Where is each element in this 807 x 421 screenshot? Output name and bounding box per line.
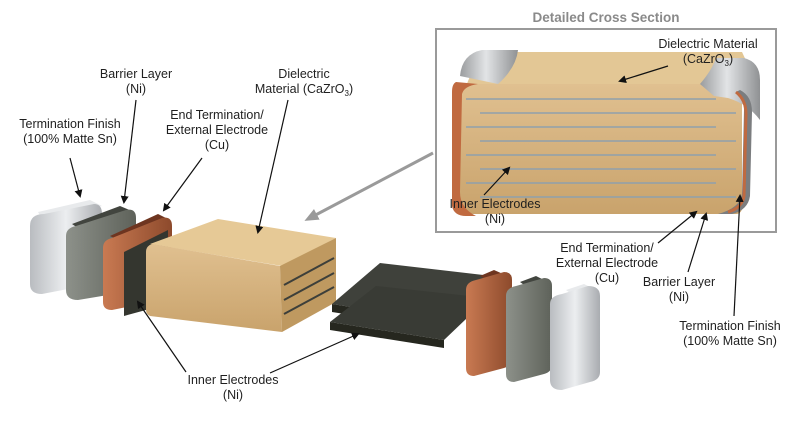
dielectric-label-2: Material (CaZrO3) bbox=[255, 82, 353, 98]
right-termination-finish-label-2: (100% Matte Sn) bbox=[683, 334, 777, 348]
inset-inner-electrodes-label-1: Inner Electrodes bbox=[449, 197, 540, 211]
inset-electrode-lines bbox=[466, 98, 736, 198]
exploded-right-stack bbox=[466, 270, 600, 390]
dielectric-label-1: Dielectric bbox=[278, 67, 329, 81]
inset-pointer-arrow bbox=[304, 151, 434, 221]
inset-inner-electrodes-arrow bbox=[483, 166, 511, 196]
barrier-layer-label-2: (Ni) bbox=[126, 82, 146, 96]
inset-left-copper-rim bbox=[452, 82, 478, 216]
right-termination-finish-arrow bbox=[733, 194, 744, 317]
end-termination-arrow bbox=[162, 157, 203, 212]
inner-electrodes-arrow-right bbox=[269, 332, 360, 374]
termination-finish-label-2: (100% Matte Sn) bbox=[23, 132, 117, 146]
right-end-termination-arrow bbox=[657, 210, 698, 244]
termination-finish-arrow bbox=[69, 157, 83, 198]
right-end-termination-label-1: End Termination/ bbox=[560, 241, 654, 255]
right-copper-plate bbox=[466, 272, 512, 376]
right-barrier-layer-label-2: (Ni) bbox=[669, 290, 689, 304]
right-tin-plate bbox=[550, 286, 600, 390]
right-barrier-layer-arrow bbox=[687, 212, 709, 273]
end-termination-label-3: (Cu) bbox=[205, 138, 229, 152]
inset-dielectric-body bbox=[458, 84, 742, 214]
end-termination-label-1: End Termination/ bbox=[170, 108, 264, 122]
right-barrier-layer-label-1: Barrier Layer bbox=[643, 275, 715, 289]
end-termination-label-2: External Electrode bbox=[166, 123, 268, 137]
inset-dielectric-label-1: Dielectric Material bbox=[658, 37, 757, 51]
dielectric-block bbox=[146, 219, 336, 332]
dielectric-arrow bbox=[255, 99, 289, 234]
barrier-layer-arrow bbox=[120, 99, 137, 204]
inset-left-cap-top bbox=[460, 50, 518, 84]
dielectric-front-face bbox=[146, 244, 282, 332]
electrode-plate-2-edge bbox=[330, 322, 444, 348]
inner-electrodes-label-2: (Ni) bbox=[223, 388, 243, 402]
exploded-left-stack bbox=[30, 200, 172, 316]
inner-electrodes-arrow-left bbox=[136, 300, 187, 373]
right-nickel-plate bbox=[506, 278, 552, 382]
inset-dielectric-top bbox=[466, 52, 758, 86]
inset-right-copper-rim bbox=[727, 90, 748, 214]
inner-electrodes-label-1: Inner Electrodes bbox=[187, 373, 278, 387]
dielectric-top-face bbox=[150, 219, 336, 266]
inset-dielectric-label-2: (CaZrO3) bbox=[683, 52, 733, 68]
dielectric-side-electrodes bbox=[283, 257, 335, 315]
inset-capacitor bbox=[452, 50, 760, 216]
right-end-termination-label-3: (Cu) bbox=[595, 271, 619, 285]
right-end-termination-label-2: External Electrode bbox=[556, 256, 658, 270]
right-termination-finish-label-1: Termination Finish bbox=[679, 319, 780, 333]
inset-title: Detailed Cross Section bbox=[532, 10, 679, 25]
inset-inner-electrodes-label-2: (Ni) bbox=[485, 212, 505, 226]
electrode-plate-2 bbox=[330, 286, 488, 340]
inset-panel: Detailed Cross Section bbox=[435, 10, 777, 233]
inset-dielectric-arrow bbox=[618, 65, 669, 84]
barrier-layer-label-1: Barrier Layer bbox=[100, 67, 172, 81]
inner-electrode-plates bbox=[330, 263, 492, 348]
termination-finish-label-1: Termination Finish bbox=[19, 117, 120, 131]
